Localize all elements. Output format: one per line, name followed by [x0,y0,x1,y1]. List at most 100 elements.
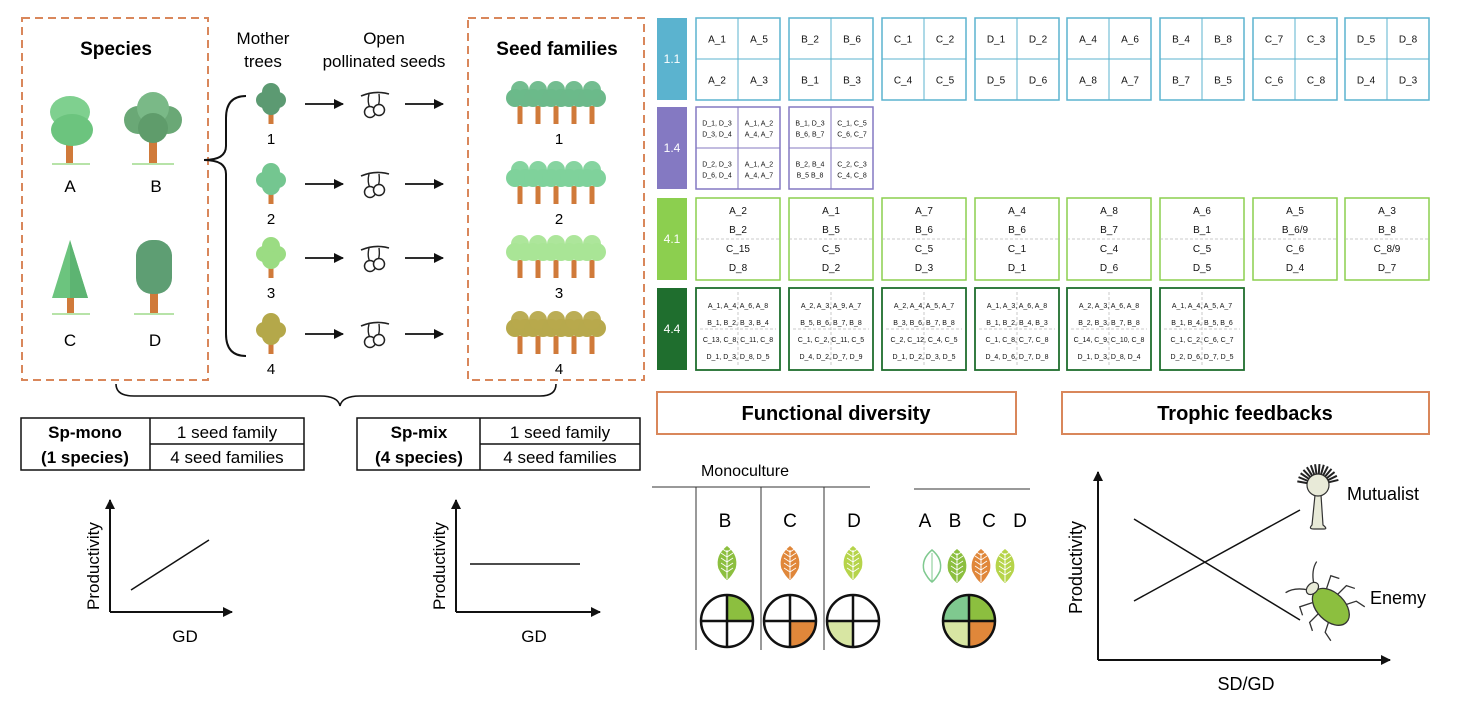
plot-cell-label: D_5 [987,76,1006,87]
mother-tree-number: 2 [267,211,275,228]
plot-cell-label: D_1, D_3 [702,121,732,128]
seed-families-title: Seed families [496,39,617,60]
seed-icon [360,171,390,199]
design-4-1-plot: A_5B_6/9C_6D_4 [1252,197,1338,281]
plot-cell-label: B_1, D_3 [795,121,824,128]
plot-cell-label: A_3 [1378,206,1396,217]
enemy-beetle-icon [1285,561,1366,642]
design-4-1-plot: A_7B_6C_5D_3 [881,197,967,281]
plot-cell-label: C_7 [1265,35,1284,46]
sp-mix-name: Sp-mix [391,423,448,442]
species-c-tree-icon [52,240,90,315]
plot-cell-label: B_6 [915,225,933,236]
functional-diversity-box [656,391,1017,435]
species-d-tree-icon [134,240,174,315]
plot-cell-label: D_3, D_4 [702,132,732,139]
seed-family-number: 3 [555,285,563,302]
leaf-traits [717,546,1015,583]
sp-mono-table: Sp-mono (1 species) 1 seed family 4 seed… [20,417,305,471]
sp-mono-row2: 4 seed families [170,448,283,467]
trait-circle-c [762,593,818,649]
seed-icon [360,245,390,273]
trait-circle-mix [941,593,997,649]
design-4-4-plot: A_2, A_4, A_5, A_7B_3, B_6, B_7, B_8C_2,… [881,287,967,371]
mother-trees-label-line2: trees [244,52,282,71]
design-4-1-plot: A_1B_5C_5D_2 [788,197,874,281]
sp-mono-ylabel: Productivity [84,522,103,610]
design-label-box [657,288,687,370]
plot-cell-label: A_6 [1193,206,1211,217]
sp-mix-table: Sp-mix (4 species) 1 seed family 4 seed … [356,417,641,471]
plot-cell-label: C_8/9 [1374,244,1401,255]
trait-circle-b [699,593,755,649]
sp-mono-sub: (1 species) [41,448,129,467]
species-label-c: C [64,331,76,350]
plot-cell-label: D_7 [1378,263,1397,274]
sp-mono-plot: Productivity GD [84,499,233,646]
sp-mono-xlabel: GD [172,627,198,646]
design-label: 4.1 [664,232,681,246]
mother-tree-icon [256,163,286,204]
plot-cell-label: C_2 [936,35,955,46]
plot-cell-label: C_4 [1100,244,1119,255]
plot-cell-label: A_4 [1079,35,1097,46]
leaf-d-icon [843,546,863,580]
plot-cell-label: D_6 [1100,263,1119,274]
trophic-plot: Productivity SD/GD Mutualist Enemy [1066,463,1426,694]
mutualist-trend-line [1133,509,1301,602]
seed-families-box [467,17,645,381]
plot-cell-label: D_4, D_6, D_7, D_8 [985,354,1048,361]
mother-tree-number: 1 [267,131,275,148]
seed-icon [360,91,390,119]
design-4-1-plot: A_4B_6C_1D_1 [974,197,1060,281]
mono-species-d: D [847,511,861,532]
plot-cell-label: C_1, C_2, C_11, C_5 [798,337,865,344]
plot-cell-label: B_6/9 [1282,225,1309,236]
seed-family-trees-icon [506,235,606,278]
plot-cell-label: A_7 [915,206,933,217]
plot-cell-label: B_1, B_2, B_3, B_4 [707,320,769,327]
design-1-4-plot: D_1, D_3D_3, D_4A_1, A_2A_4, A_7D_2, D_3… [695,106,781,190]
plot-cell-label: B_8 [1378,225,1396,236]
leaf-c-icon [971,549,991,583]
plot-cell-label: B_4 [1172,35,1190,46]
seed-family-trees-icon [506,161,606,204]
plot-cell-label: B_5 [822,225,840,236]
plot-cell-label: B_6 [1008,225,1026,236]
species-title: Species [80,39,152,60]
mother-trees-label-line1: Mother [237,29,290,48]
plot-cell-label: A_1, A_2 [745,121,774,128]
plot-cell-label: C_3 [1307,35,1326,46]
plot-cell-label: B_3 [843,76,861,87]
design-4-4-plot: A_2, A_3, A_6, A_8B_2, B_3, B_7, B_8C_14… [1066,287,1152,371]
species-a-tree-icon [50,96,93,165]
sp-mix-row1: 1 seed family [510,423,611,442]
design-4-4-plot: A_1, A_4, A_5, A_7B_1, B_4, B_5, B_6C_1,… [1159,287,1245,371]
plot-cell-label: C_13, C_8, C_11, C_8 [703,337,773,344]
design-label: 1.4 [664,141,681,155]
design-4-4-plot: A_1, A_3, A_6, A_8B_1, B_2, B_4, B_3C_1,… [974,287,1060,371]
plot-cell-label: C_5 [936,76,955,87]
plot-cell-label: D_8 [1399,35,1418,46]
plot-cell-label: C_15 [726,244,750,255]
sp-mix-xlabel: GD [521,627,547,646]
design-4-1-plot: A_6B_1C_5D_5 [1159,197,1245,281]
design-label-box [657,198,687,280]
design-4-1-plot: A_3B_8C_8/9D_7 [1344,197,1430,281]
open-pollinated-label-line2: pollinated seeds [323,52,446,71]
plot-cell-label: D_5 [1193,263,1212,274]
design-4-1-plot: A_2B_2C_15D_8 [695,197,781,281]
leaf-b-icon [717,546,737,580]
plot-cell-label: B_1, B_2, B_4, B_3 [986,320,1048,327]
plot-cell-label: C_8 [1307,76,1326,87]
leaf-b-icon [947,549,967,583]
mother-tree-number: 3 [267,285,275,302]
plot-cell-label: A_5 [750,35,768,46]
